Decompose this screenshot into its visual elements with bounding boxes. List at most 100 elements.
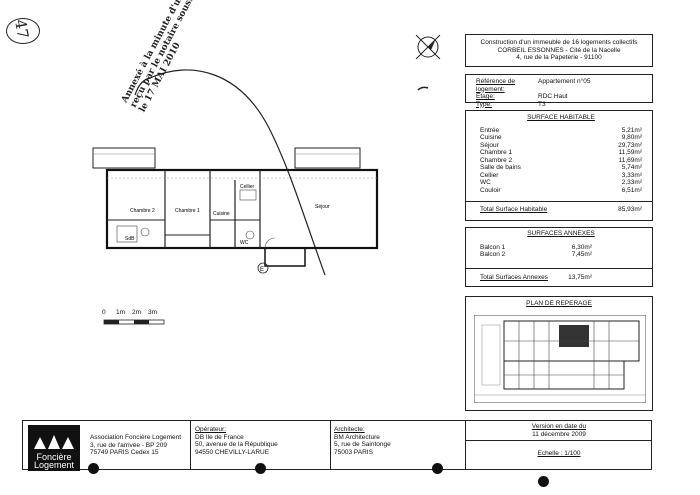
room-name: Cellier xyxy=(480,171,499,179)
project-title-block: Construction d'un immeuble de 16 logemen… xyxy=(465,34,653,67)
room-name: Cuisine xyxy=(480,134,502,141)
architecte-street: 5, rue de Saintonge xyxy=(334,441,391,448)
room-row: Salle de bains 5,74m² xyxy=(480,164,642,172)
logo-text-1: Foncière xyxy=(36,452,72,462)
association-street: 3, rue de l'arrivée - BP 209 xyxy=(90,441,167,449)
fonciere-logement-logo: Foncière Logement xyxy=(28,425,80,471)
reference-block: Référence de logement: Appartement n°05 … xyxy=(465,74,653,108)
scale-label-0: 0 xyxy=(102,309,106,316)
logo-text-2: Logement xyxy=(33,460,75,470)
room-row: Cuisine 9,80m² xyxy=(480,134,642,142)
room-area: 11,69m² xyxy=(618,156,642,164)
version-block: Version en date du 11 décembre 2009 xyxy=(466,423,652,438)
project-line-1: Construction d'un immeuble de 16 logemen… xyxy=(480,39,638,46)
room-area: 6,51m² xyxy=(621,186,642,194)
reference-value: Appartement n°05 xyxy=(538,78,591,85)
annex-row: Balcon 2 7,45m² xyxy=(480,251,642,259)
annex-name: Balcon 2 xyxy=(480,251,506,258)
north-arrow-icon xyxy=(415,34,441,60)
scale-label-3m: 3m xyxy=(148,309,158,316)
scale-bar xyxy=(103,319,165,325)
binding-hole xyxy=(538,476,549,487)
room-row: Entrée 5,21m² xyxy=(480,127,642,135)
operateur-block: Opérateur: DB Ile de France 50, avenue d… xyxy=(195,426,278,456)
entry-marker: E xyxy=(260,267,264,273)
architecte-name: BM Architecture xyxy=(334,433,380,441)
operateur-city: 94550 CHEVILLY-LARUE xyxy=(195,448,270,456)
version-title: Version en date du xyxy=(531,423,587,430)
room-area: 29,73m² xyxy=(618,141,642,149)
room-row: Séjour 29,73m² xyxy=(480,142,642,150)
room-label: Cellier xyxy=(240,184,255,190)
annex-row: Balcon 1 6,30m² xyxy=(480,244,642,252)
room-name: WC xyxy=(480,179,491,186)
annex-area: 7,45m² xyxy=(571,251,592,258)
room-area: 9,80m² xyxy=(621,134,642,141)
type-value: T3 xyxy=(538,100,546,108)
floor-row: Etage: RDC Haut xyxy=(476,93,647,101)
binding-hole xyxy=(255,463,266,474)
room-row: Couloir 6,51m² xyxy=(480,187,642,195)
association-address: Association Foncière Logement 3, rue de … xyxy=(90,434,181,457)
architecte-block: Architecte: BM Architecture 5, rue de Sa… xyxy=(334,426,391,456)
site-plan xyxy=(474,315,646,403)
version-date: 11 décembre 2009 xyxy=(532,430,586,438)
footer-block xyxy=(22,420,652,470)
room-name: Chambre 1 xyxy=(480,149,513,156)
annex-area: 6,30m² xyxy=(571,243,592,251)
floor-label: Etage: xyxy=(476,93,495,100)
type-label: Type: xyxy=(476,100,492,108)
surface-habitable-title: SURFACE HABITABLE xyxy=(527,114,595,121)
total-habitable-value: 85,93m² xyxy=(618,206,642,213)
architecte-city: 75003 PARIS xyxy=(334,448,373,456)
reference-label: Référence de logement: xyxy=(476,78,516,93)
plan-reperage-block: PLAN DE REPERAGE xyxy=(465,296,653,411)
room-row: Chambre 1 11,59m² xyxy=(480,149,642,157)
binding-hole xyxy=(432,463,443,474)
room-area: 5,74m² xyxy=(621,164,642,171)
project-line-3: 4, rue de la Papeterie - 91100 xyxy=(516,54,602,61)
total-annexes-label: Total Surfaces Annexes xyxy=(480,274,548,281)
floor-plan: Chambre 2 Chambre 1 Cellier Cuisine Séjo… xyxy=(92,147,379,274)
room-name: Salle de bains xyxy=(480,164,521,171)
total-annexes-row: Total Surfaces Annexes 13,75m² xyxy=(480,274,592,282)
echelle-block: Echelle : 1/100 xyxy=(466,450,652,458)
balcony-2 xyxy=(294,147,361,169)
room-row: WC 2,33m² xyxy=(480,179,642,187)
room-area: 2,33m² xyxy=(621,179,642,186)
room-label: Séjour xyxy=(315,204,330,210)
floor-value: RDC Haut xyxy=(538,93,568,100)
room-label: SdB xyxy=(125,236,135,242)
association-city: 75749 PARIS Cedex 15 xyxy=(90,449,159,456)
plan-reperage-title: PLAN DE REPERAGE xyxy=(526,300,592,307)
annex-name: Balcon 1 xyxy=(480,243,506,251)
total-annexes-value: 13,75m² xyxy=(568,274,592,281)
surface-habitable-block: SURFACE HABITABLE Entrée 5,21m² Cuisine 9,8… xyxy=(465,110,653,221)
type-row: Type: T3 xyxy=(476,101,647,109)
room-area: 5,21m² xyxy=(621,126,642,134)
total-habitable-row: Total Surface Habitable 85,93m² xyxy=(480,206,642,214)
room-name: Séjour xyxy=(480,141,499,149)
room-name: Couloir xyxy=(480,186,501,194)
room-name: Chambre 2 xyxy=(480,156,513,164)
surfaces-annexes-title: SURFACES ANNEXES xyxy=(527,230,595,237)
echelle-label: Echelle : 1/100 xyxy=(537,450,581,457)
room-label: Cuisine xyxy=(213,211,230,217)
room-label: WC xyxy=(240,240,249,246)
operateur-name: DB Ile de France xyxy=(195,433,244,441)
operateur-street: 50, avenue de la République xyxy=(195,441,278,448)
surfaces-annexes-block: SURFACES ANNEXES Balcon 1 6,30m² Balcon … xyxy=(465,227,653,287)
reference-row: Référence de logement: Appartement n°05 xyxy=(476,78,647,93)
apartment-outline xyxy=(105,168,379,250)
operateur-title: Opérateur: xyxy=(195,426,227,433)
page-number-circle xyxy=(6,18,40,44)
scale-label-2m: 2m xyxy=(132,309,142,316)
room-area: 11,59m² xyxy=(618,149,642,156)
room-label: Chambre 2 xyxy=(130,208,155,214)
room-name: Entrée xyxy=(480,126,500,134)
project-line-2: CORBEIL ESSONNES - Cité de la Nacelle xyxy=(497,46,621,54)
scale-label-1m: 1m xyxy=(116,309,126,316)
